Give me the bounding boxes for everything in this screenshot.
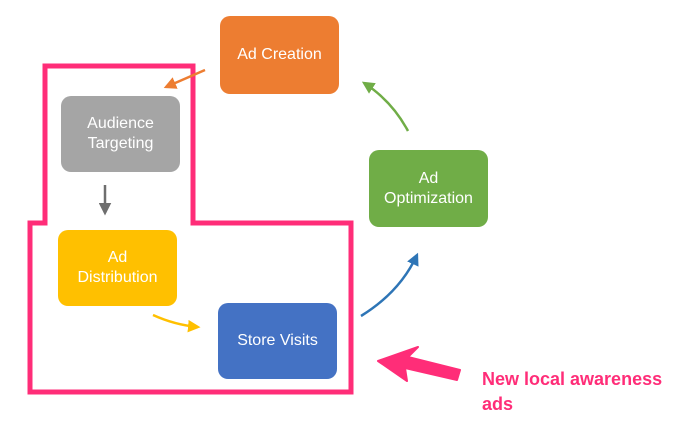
- arrow-store-to-optimization: [360, 252, 419, 318]
- callout-pointer-arrow: [377, 346, 461, 382]
- callout-label: New local awareness ads: [482, 369, 663, 414]
- node-ad-optimization-label: Ad Optimization: [384, 169, 473, 207]
- highlight-outline: [27, 63, 354, 395]
- node-ad-creation: Ad Creation: [220, 16, 339, 94]
- node-audience-targeting-label: Audience Targeting: [87, 115, 154, 152]
- arrow-creation-to-audience: [163, 68, 206, 89]
- node-store-visits-label: Store Visits: [237, 332, 318, 349]
- node-ad-creation-label: Ad Creation: [237, 46, 322, 63]
- arrow-distribution-to-store: [152, 313, 201, 333]
- arrow-optimization-to-creation: [361, 81, 410, 132]
- node-store-visits: Store Visits: [218, 303, 337, 379]
- node-ad-optimization: Ad Optimization: [369, 150, 488, 227]
- node-ad-distribution-label: Ad Distribution: [77, 249, 158, 286]
- node-audience-targeting: Audience Targeting: [61, 96, 180, 172]
- node-ad-distribution: Ad Distribution: [58, 230, 177, 306]
